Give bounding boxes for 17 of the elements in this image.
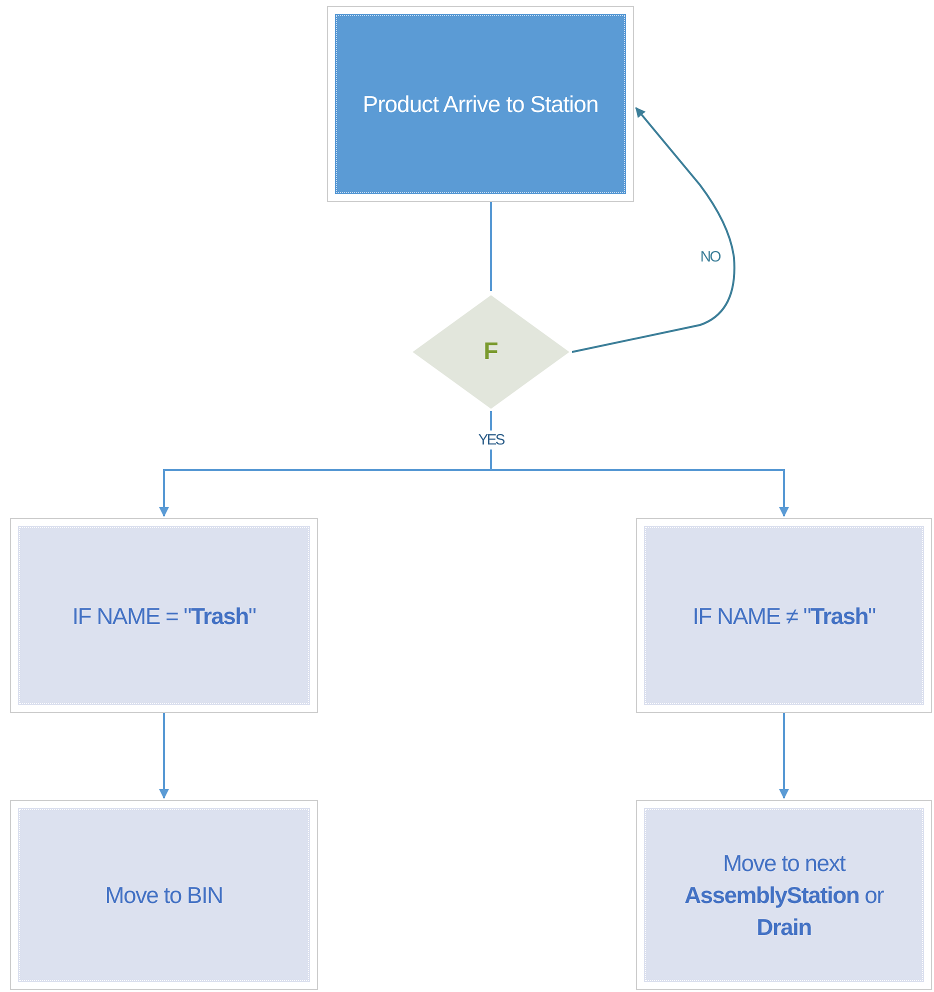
connector-line (779, 713, 789, 799)
decision-label: F (484, 337, 498, 367)
box-text: IF NAME = "Trash" (72, 602, 256, 630)
connector-line (490, 202, 492, 291)
box-text: Move to next AssemblyStation or Drain (683, 849, 885, 942)
box-text: Product Arrive to Station (362, 90, 598, 119)
box-text: IF NAME ≠ "Trash" (692, 602, 876, 630)
edge-label: YES (476, 430, 506, 450)
process-box (636, 518, 932, 713)
process-box (10, 800, 318, 990)
process-box (636, 800, 932, 990)
box-text: Move to BIN (105, 881, 223, 910)
connector-line (572, 107, 736, 353)
process-box (10, 518, 318, 713)
connector-line (159, 713, 169, 799)
process-box (327, 6, 634, 202)
decision-diamond (410, 293, 572, 411)
